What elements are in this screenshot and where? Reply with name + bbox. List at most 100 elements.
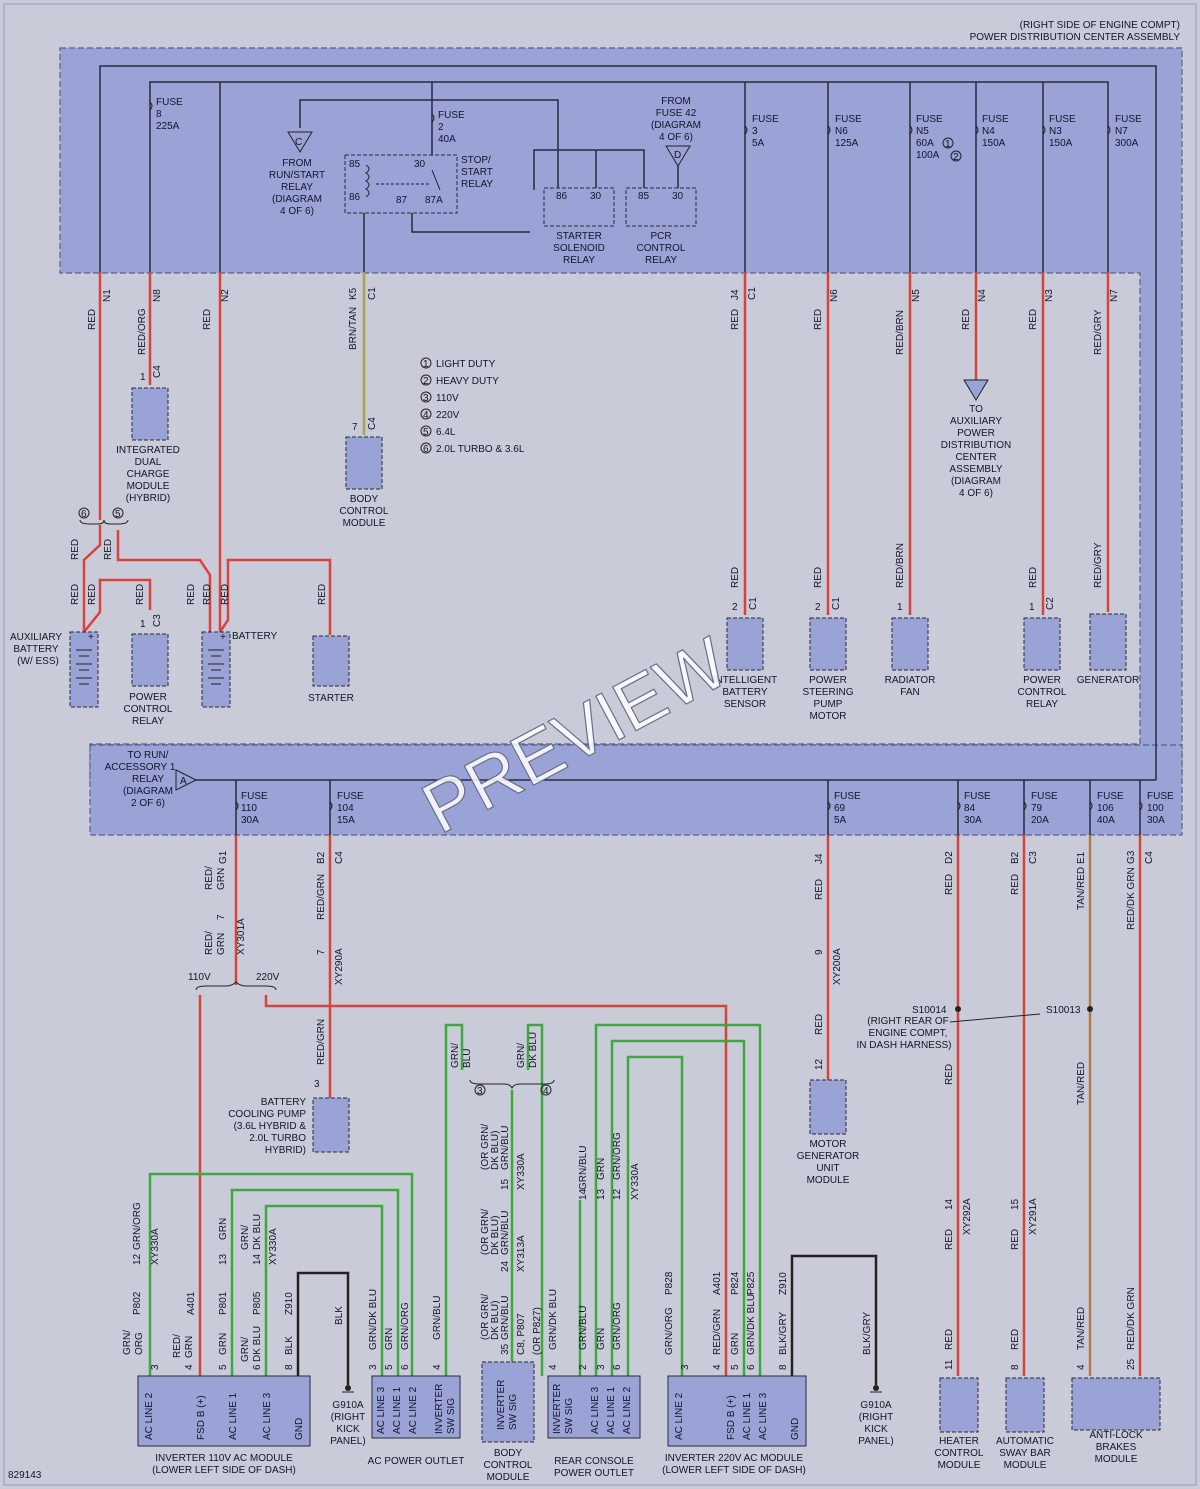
svg-text:300A: 300A <box>1115 138 1139 149</box>
svg-text:BATTERY: BATTERY <box>261 1097 307 1108</box>
svg-text:MODULE: MODULE <box>487 1472 530 1483</box>
pcr-control-relay: 85 30 PCR CONTROL RELAY <box>625 187 697 266</box>
svg-text:RED/BRN: RED/BRN <box>895 310 906 355</box>
svg-text:Z910: Z910 <box>284 1292 295 1315</box>
svg-text:30A: 30A <box>964 815 982 826</box>
svg-text:100: 100 <box>1147 803 1164 814</box>
svg-text:30: 30 <box>414 159 426 170</box>
lower-fuse-110: FUSE 110 30A <box>235 791 268 826</box>
lower-fuse-panel <box>89 744 1183 836</box>
svg-text:TAN/RED: TAN/RED <box>1076 867 1087 910</box>
svg-text:RED/: RED/ <box>204 866 215 890</box>
svg-text:86: 86 <box>556 191 568 202</box>
svg-text:HYBRID): HYBRID) <box>265 1145 306 1156</box>
svg-text:(OR GRN/: (OR GRN/ <box>480 1124 491 1170</box>
svg-text:2.0L TURBO: 2.0L TURBO <box>249 1133 306 1144</box>
svg-text:106: 106 <box>1097 803 1114 814</box>
svg-text:3: 3 <box>314 1079 320 1090</box>
svg-text:FUSE: FUSE <box>964 791 991 802</box>
svg-text:N7: N7 <box>1115 126 1128 137</box>
svg-text:8: 8 <box>1010 1364 1021 1370</box>
svg-text:(LOWER LEFT SIDE OF DASH): (LOWER LEFT SIDE OF DASH) <box>152 1465 296 1476</box>
svg-text:INVERTER 110V AC MODULE: INVERTER 110V AC MODULE <box>155 1453 293 1464</box>
svg-text:RED/GRN: RED/GRN <box>712 1309 723 1355</box>
stop-start-relay: 85 30 86 87 87A STOP/ START RELAY <box>344 154 493 214</box>
lower-fuse-106: FUSE 106 40A <box>1089 791 1124 826</box>
svg-text:3: 3 <box>752 126 758 137</box>
svg-text:24: 24 <box>500 1260 511 1272</box>
svg-text:(DIAGRAM: (DIAGRAM <box>651 120 701 131</box>
svg-text:GRN/: GRN/ <box>122 1330 133 1355</box>
svg-text:FAN: FAN <box>900 687 919 698</box>
lower-fuse-69: FUSE 69 5A <box>827 791 861 826</box>
svg-text:110V: 110V <box>188 972 211 983</box>
svg-text:GRN/: GRN/ <box>516 1043 527 1068</box>
lower-fuse-79: FUSE 79 20A <box>1023 791 1058 826</box>
svg-text:S10013: S10013 <box>1046 1005 1081 1016</box>
svg-text:RED: RED <box>1028 567 1039 588</box>
svg-text:(3.6L HYBRID &: (3.6L HYBRID & <box>234 1121 307 1132</box>
svg-text:6: 6 <box>400 1364 411 1370</box>
svg-text:87A: 87A <box>425 195 443 206</box>
svg-text:BRN/TAN: BRN/TAN <box>348 307 359 350</box>
rear-console-power-outlet: INVERTER SW SIG AC LINE 3 AC LINE 1 AC L… <box>547 1375 641 1479</box>
svg-text:P805: P805 <box>252 1291 263 1315</box>
svg-text:UNIT: UNIT <box>816 1163 839 1174</box>
svg-text:100A: 100A <box>916 150 940 161</box>
svg-text:RED: RED <box>961 309 972 330</box>
svg-text:BLK/GRY: BLK/GRY <box>862 1312 873 1355</box>
svg-text:8: 8 <box>284 1364 295 1370</box>
svg-text:6.4L: 6.4L <box>436 427 456 438</box>
svg-text:79: 79 <box>1031 803 1043 814</box>
pdc-fuse-3: FUSE 3 5A <box>744 114 779 149</box>
svg-text:PANEL): PANEL) <box>858 1436 893 1447</box>
svg-text:INVERTER: INVERTER <box>434 1384 445 1434</box>
svg-text:DK BLU): DK BLU) <box>490 1131 501 1170</box>
svg-text:(DIAGRAM: (DIAGRAM <box>123 786 173 797</box>
svg-text:AC LINE 3: AC LINE 3 <box>262 1392 273 1440</box>
svg-text:150A: 150A <box>1049 138 1073 149</box>
svg-text:3: 3 <box>477 1086 483 1097</box>
svg-text:(HYBRID): (HYBRID) <box>126 493 170 504</box>
svg-text:LIGHT DUTY: LIGHT DUTY <box>436 359 496 370</box>
svg-text:15: 15 <box>1010 1198 1021 1210</box>
svg-text:C1: C1 <box>367 287 378 300</box>
svg-text:12: 12 <box>612 1188 623 1200</box>
svg-text:FUSE: FUSE <box>1097 791 1124 802</box>
svg-text:GRN/ORG: GRN/ORG <box>664 1307 675 1355</box>
svg-text:FSD B (+): FSD B (+) <box>726 1395 737 1440</box>
svg-text:G3: G3 <box>1126 850 1137 864</box>
svg-text:7: 7 <box>216 914 227 920</box>
svg-text:GRN/: GRN/ <box>240 1225 251 1250</box>
svg-text:(RIGHT: (RIGHT <box>859 1412 893 1423</box>
svg-text:2: 2 <box>423 376 429 387</box>
svg-text:AC LINE 2: AC LINE 2 <box>674 1392 685 1440</box>
svg-text:FUSE: FUSE <box>835 114 862 125</box>
svg-text:BLK: BLK <box>284 1336 295 1355</box>
svg-text:C1: C1 <box>831 597 842 610</box>
legend-split-56: 6 5 <box>78 507 129 525</box>
svg-text:13: 13 <box>596 1188 607 1200</box>
svg-text:SWAY BAR: SWAY BAR <box>999 1448 1051 1459</box>
lower-wire-labels: RED/ GRN G1 7 XY301A RED/ GRN RED/GRN B2… <box>122 850 1155 1370</box>
svg-text:RED/GRN: RED/GRN <box>316 1019 327 1065</box>
svg-text:RED: RED <box>730 309 741 330</box>
svg-text:30A: 30A <box>1147 815 1165 826</box>
svg-text:KICK: KICK <box>864 1424 888 1435</box>
svg-text:BLU: BLU <box>462 1049 473 1068</box>
inverter-110v-module: AC LINE 2 FSD B (+) AC LINE 1 AC LINE 3 … <box>137 1375 311 1476</box>
svg-text:FUSE: FUSE <box>834 791 861 802</box>
svg-text:GRN/: GRN/ <box>240 1337 251 1362</box>
svg-text:XY330A: XY330A <box>150 1228 161 1265</box>
svg-text:POWER: POWER <box>809 675 847 686</box>
svg-text:RED: RED <box>814 1014 825 1035</box>
svg-text:MOTOR: MOTOR <box>809 1139 846 1150</box>
svg-text:GRN: GRN <box>218 1218 229 1240</box>
svg-text:FUSE: FUSE <box>1031 791 1058 802</box>
svg-text:+: + <box>220 632 226 643</box>
svg-text:BATTERY: BATTERY <box>232 631 278 642</box>
svg-text:N6: N6 <box>829 289 840 302</box>
battery-cooling-pump: BATTERY COOLING PUMP (3.6L HYBRID & 2.0L… <box>228 1097 350 1156</box>
svg-text:INTELLIGENT: INTELLIGENT <box>713 675 777 686</box>
